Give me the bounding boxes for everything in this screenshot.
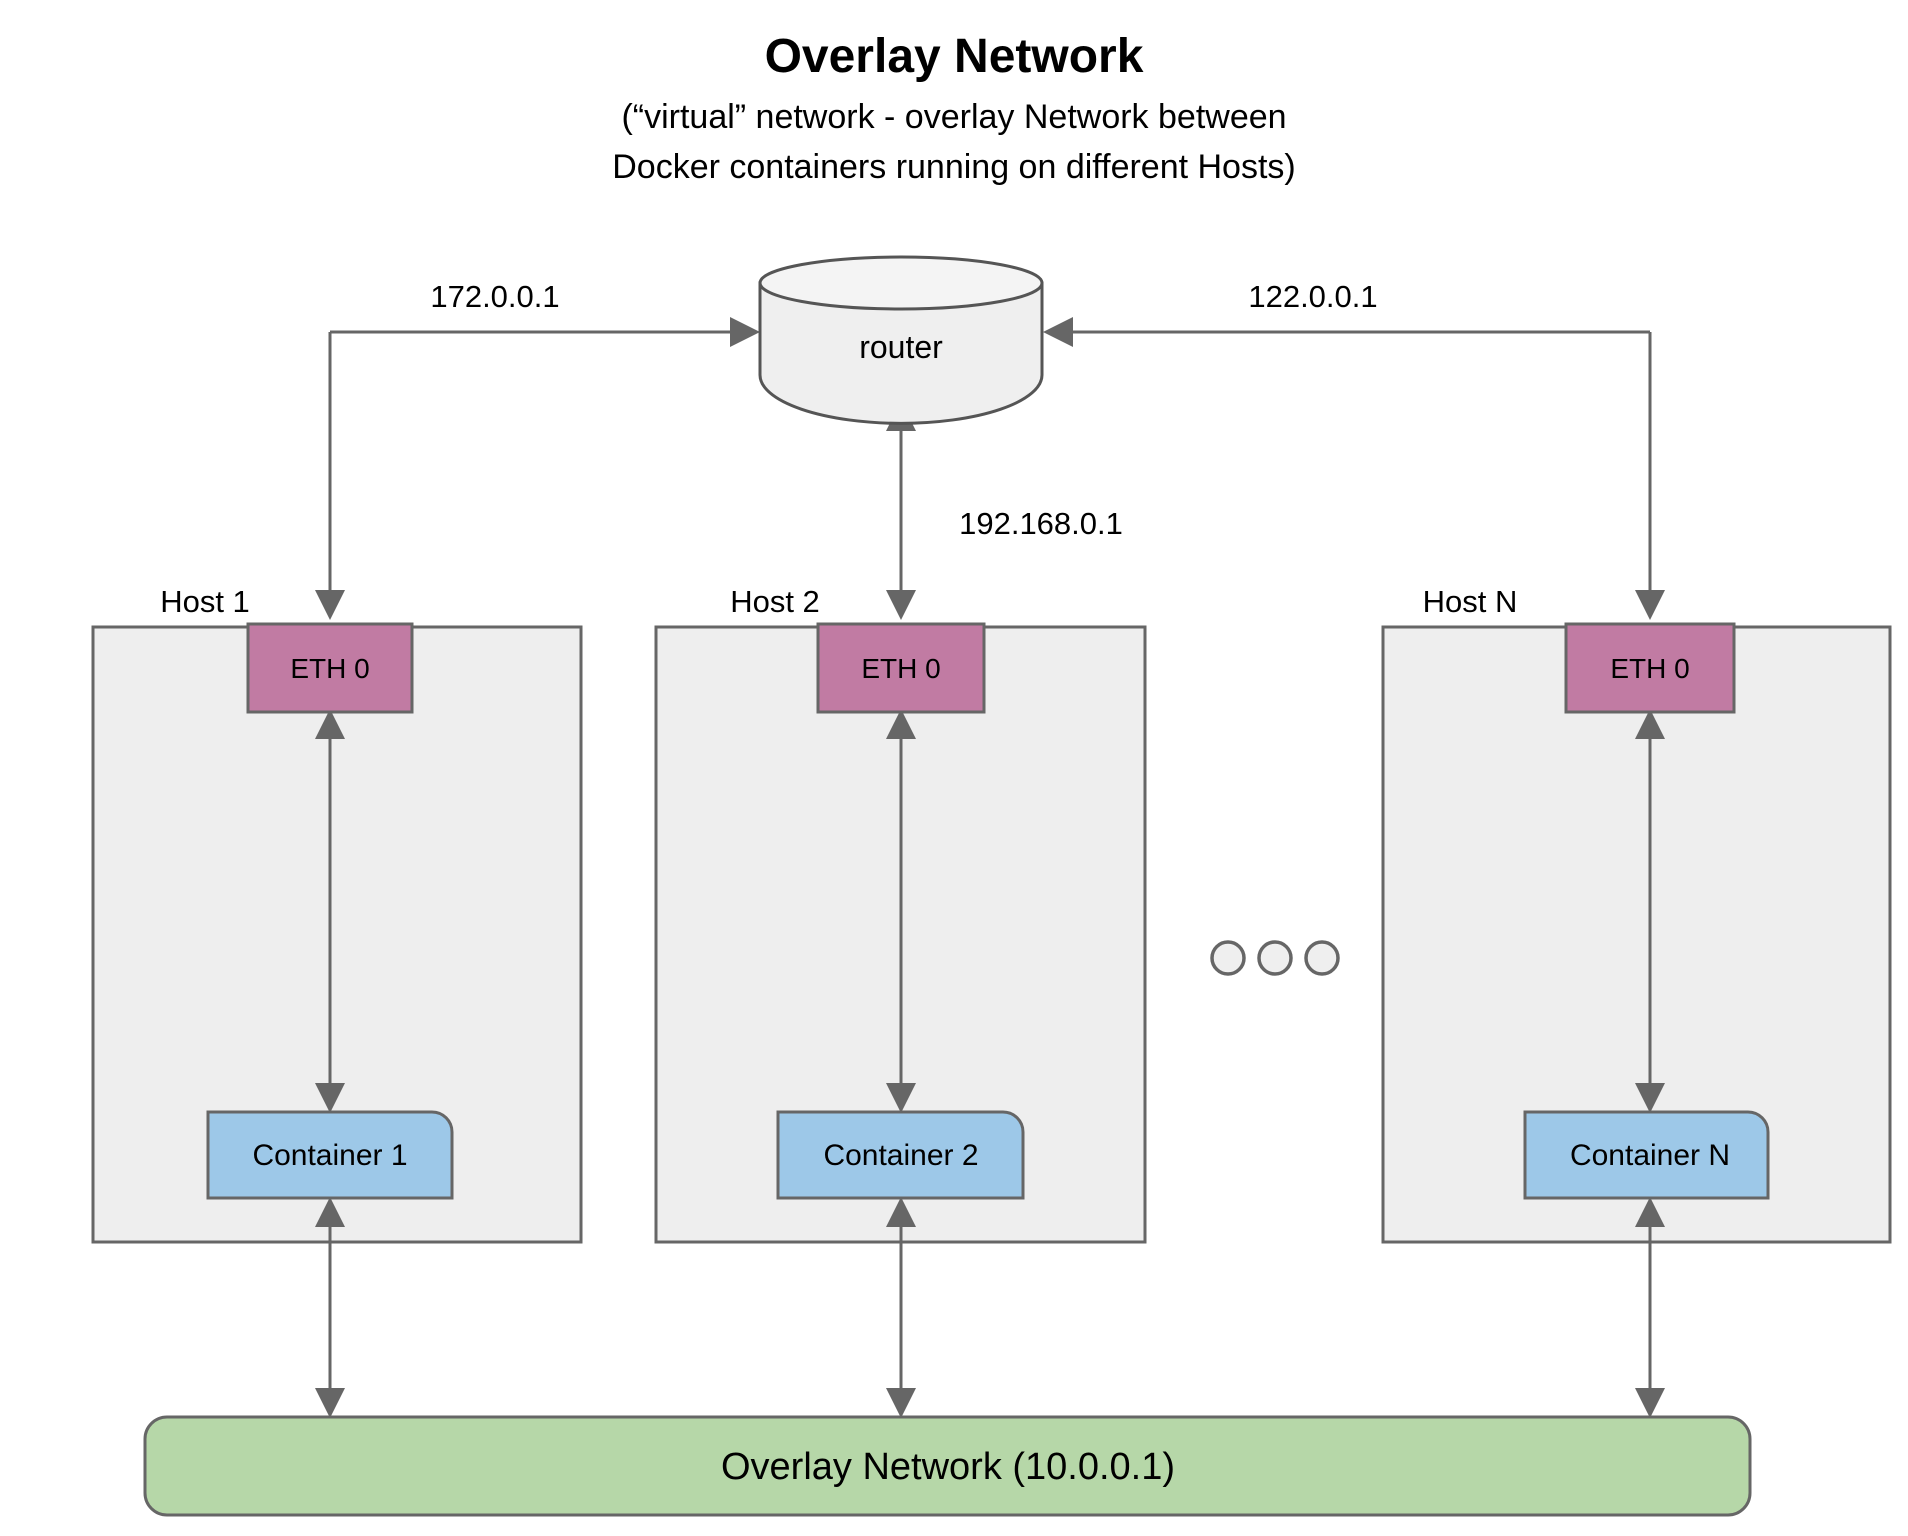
host-n-group[interactable]: Host N ETH 0 Container N — [1381, 584, 1892, 1418]
host-2-container-box[interactable] — [776, 1110, 1025, 1200]
host-2-container-label: Container 2 — [823, 1139, 978, 1172]
router-cylinder-top — [758, 255, 1044, 311]
host-1-container-box[interactable] — [206, 1110, 454, 1200]
ellipsis-circle-3 — [1304, 940, 1340, 976]
overlay-network-box[interactable] — [143, 1415, 1752, 1517]
subtitle-line-1: (“virtual” network - overlay Network bet… — [621, 98, 1286, 136]
ellipsis-circle-2 — [1257, 940, 1293, 976]
overlay-network-label: Overlay Network (10.0.0.1) — [721, 1446, 1175, 1488]
host-n-eth0-box[interactable] — [1564, 622, 1736, 714]
host-1-container-label: Container 1 — [252, 1139, 407, 1172]
host-n-eth0-label: ETH 0 — [1610, 653, 1689, 684]
overlay-network-group[interactable]: Overlay Network (10.0.0.1) — [143, 1415, 1752, 1517]
host-2-group[interactable]: Host 2 ETH 0 Container 2 — [654, 584, 1147, 1418]
router-node[interactable]: router — [758, 255, 1044, 425]
host-n-label: Host N — [1423, 584, 1518, 619]
more-hosts-ellipsis — [1210, 940, 1340, 976]
ip-label-center: 192.168.0.1 — [959, 506, 1123, 541]
host-2-eth0-box[interactable] — [816, 622, 986, 714]
host-2-eth0-label: ETH 0 — [861, 653, 940, 684]
ellipsis-circle-1 — [1210, 940, 1246, 976]
host-1-label: Host 1 — [160, 584, 250, 619]
host-n-container-box[interactable] — [1523, 1110, 1770, 1200]
page-title: Overlay Network — [765, 30, 1144, 83]
host-2-label: Host 2 — [730, 584, 820, 619]
host-1-group[interactable]: Host 1 ETH 0 Container 1 — [91, 584, 583, 1418]
host-1-eth0-label: ETH 0 — [290, 653, 369, 684]
ip-label-right: 122.0.0.1 — [1248, 279, 1377, 314]
subtitle-line-2: Docker containers running on different H… — [612, 148, 1296, 186]
router-cylinder-body — [758, 281, 1044, 425]
host-n-container-label: Container N — [1570, 1139, 1730, 1172]
ip-label-left: 172.0.0.1 — [430, 279, 559, 314]
host-1-eth0-box[interactable] — [246, 622, 414, 714]
router-label: router — [859, 329, 943, 365]
